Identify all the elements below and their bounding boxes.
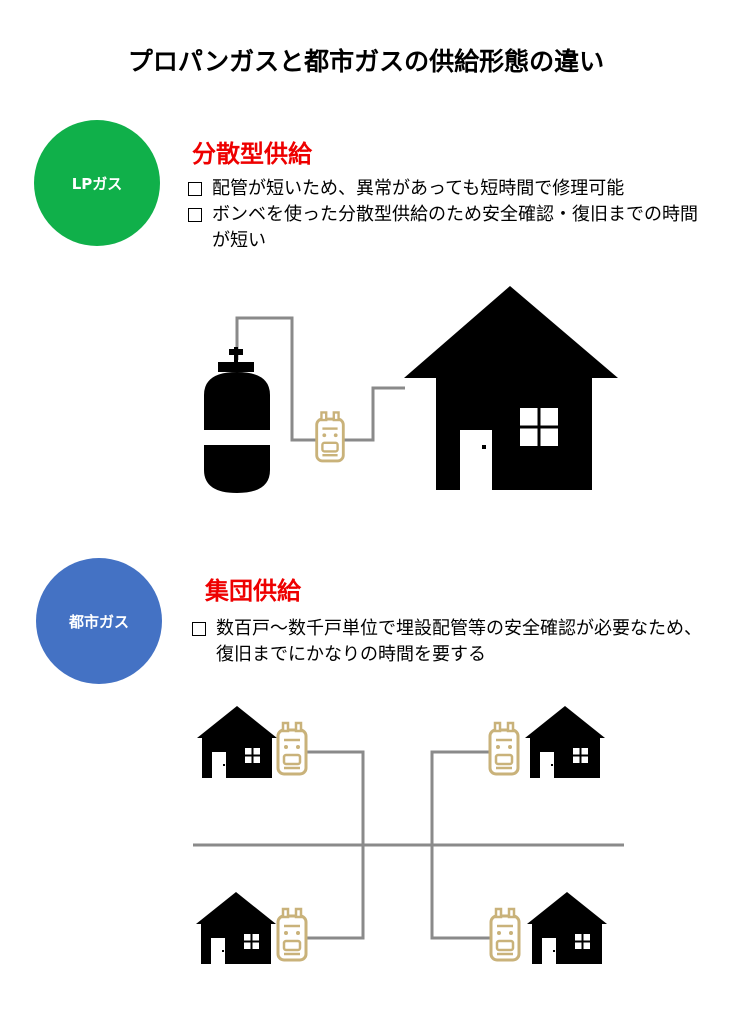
lp-gas-badge: LPガス [34,120,160,246]
lp-heading: 分散型供給 [192,140,312,168]
house-icon [526,891,608,965]
gas-meter-icon [488,721,520,776]
city-bullet-list: 数百戸～数千戸単位で埋設配管等の安全確認が必要なため、復旧までにかなりの時間を要… [190,616,710,668]
checkbox-icon [192,622,206,636]
lp-bullet-1: 配管が短いため、異常があっても短時間で修理可能 [186,176,706,202]
gas-meter-icon [276,721,308,776]
house-icon [524,705,606,779]
lp-bullet-2: ボンベを使った分散型供給のため安全確認・復旧までの時間が短い [186,202,706,254]
gas-meter-icon [489,907,521,962]
house-icon [404,286,618,490]
city-pipes [193,750,624,940]
lp-bullet-1-text: 配管が短いため、異常があっても短時間で修理可能 [212,178,625,199]
gas-cylinder-icon [204,347,270,493]
city-gas-badge: 都市ガス [36,558,162,684]
house-icon [196,705,278,779]
house-icon [195,891,277,965]
lp-bullet-2-text: ボンベを使った分散型供給のため安全確認・復旧までの時間が短い [212,204,698,251]
checkbox-icon [188,208,202,222]
gas-meter-icon [276,907,308,962]
city-heading: 集団供給 [205,577,301,605]
city-bullet-1-text: 数百戸～数千戸単位で埋設配管等の安全確認が必要なため、復旧までにかなりの時間を要… [216,618,702,665]
city-bullet-1: 数百戸～数千戸単位で埋設配管等の安全確認が必要なため、復旧までにかなりの時間を要… [190,616,710,668]
checkbox-icon [188,182,202,196]
lp-bullet-list: 配管が短いため、異常があっても短時間で修理可能 ボンベを使った分散型供給のため安… [186,176,706,254]
gas-meter-icon [315,411,345,463]
lp-pipes [235,316,405,442]
page-title: プロパンガスと都市ガスの供給形態の違い [127,47,605,76]
